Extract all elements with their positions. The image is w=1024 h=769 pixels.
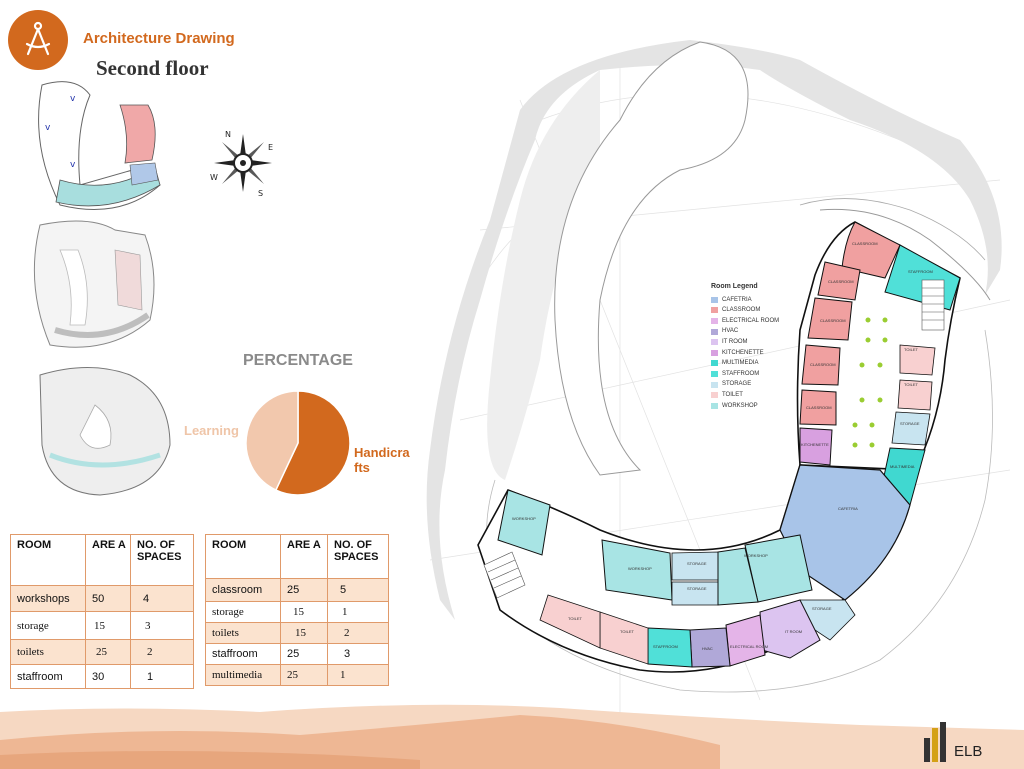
table-row: multimedia 25 1 bbox=[205, 664, 389, 686]
thumbnail-first-floor bbox=[33, 220, 155, 348]
legend-item: KITCHENETTE bbox=[711, 348, 779, 359]
pie-label-learning: Learning bbox=[184, 423, 239, 438]
room-label: STORAGE bbox=[900, 421, 920, 426]
legend-item: TOILET bbox=[711, 390, 779, 401]
table-left-header-spaces: NO. OF SPACES bbox=[130, 534, 194, 586]
room-label: ELECTRICAL ROOM bbox=[730, 644, 768, 649]
table-row: staffroom 30 1 bbox=[10, 664, 194, 689]
thumbnail-ground-floor bbox=[39, 367, 171, 496]
legend-swatch bbox=[711, 381, 718, 388]
compass-west: W bbox=[210, 173, 218, 182]
svg-text:v: v bbox=[70, 94, 76, 104]
room-label: CLASSROOM bbox=[820, 318, 846, 323]
north-arrow-compass: N E S W bbox=[210, 130, 273, 198]
svg-text:v: v bbox=[45, 123, 51, 133]
room-label: IT ROOM bbox=[785, 629, 802, 634]
legend-swatch bbox=[711, 371, 718, 378]
page-title: Second floor bbox=[96, 56, 209, 80]
compass-drafting-icon bbox=[25, 21, 51, 56]
floor-plan-thumbnails: v v v bbox=[33, 81, 171, 496]
legend-swatch bbox=[711, 318, 718, 325]
room-label: WORKSHOP bbox=[512, 516, 536, 521]
table-right-header-area: ARE A bbox=[280, 534, 328, 579]
room-label: HVAC bbox=[702, 646, 713, 651]
brand-name: ELB bbox=[954, 743, 983, 760]
legend-swatch bbox=[711, 296, 718, 303]
room-label: KITCHENETTE bbox=[801, 442, 829, 447]
room-label: TOILET bbox=[904, 382, 918, 387]
legend-swatch bbox=[711, 402, 718, 409]
room-label: STORAGE bbox=[687, 561, 707, 566]
legend-item: MULTIMEDIA bbox=[711, 358, 779, 369]
legend-swatch bbox=[711, 307, 718, 314]
compass-east: E bbox=[268, 143, 273, 152]
room-label: CLASSROOM bbox=[806, 405, 832, 410]
room-label: STAFFROOM bbox=[908, 269, 933, 274]
table-right-header-room: ROOM bbox=[205, 534, 281, 579]
legend-title: Room Legend bbox=[711, 283, 758, 290]
legend-item: WORKSHOP bbox=[711, 401, 779, 412]
table-row: staffroom 25 3 bbox=[205, 643, 389, 665]
compass-north: N bbox=[225, 130, 231, 139]
table-row: storage 15 3 bbox=[10, 611, 194, 640]
legend-item: STORAGE bbox=[711, 379, 779, 390]
room-label: CLASSROOM bbox=[852, 241, 878, 246]
pie-slice-learning bbox=[245, 390, 299, 492]
legend-item: IT ROOM bbox=[711, 337, 779, 348]
app-logo bbox=[8, 10, 68, 70]
room-table-left: ROOM ARE A NO. OF SPACES workshops 50 4 … bbox=[10, 534, 194, 689]
room-label: CLASSROOM bbox=[828, 279, 854, 284]
legend-item: HVAC bbox=[711, 326, 779, 337]
room-label: WORKSHOP bbox=[744, 553, 768, 558]
room-label: MULTIMEDIA bbox=[890, 464, 915, 469]
room-label: TOILET bbox=[620, 629, 634, 634]
table-row: toilets 25 2 bbox=[10, 639, 194, 665]
legend-swatch bbox=[711, 339, 718, 346]
room-label: WORKSHOP bbox=[628, 566, 652, 571]
room-legend: Room Legend CAFETRIA CLASSROOM ELECTRICA… bbox=[711, 282, 779, 411]
legend-swatch bbox=[711, 360, 718, 367]
legend-item: CLASSROOM bbox=[711, 305, 779, 316]
table-row: classroom 25 5 bbox=[205, 578, 389, 602]
chart-title: PERCENTAGE bbox=[243, 352, 353, 369]
pie-slice-handicrafts bbox=[274, 390, 351, 496]
app-title: Architecture Drawing bbox=[83, 30, 235, 47]
legend-item: STAFFROOM bbox=[711, 369, 779, 380]
room-label: STORAGE bbox=[687, 586, 707, 591]
pie-chart bbox=[245, 390, 351, 496]
legend-swatch bbox=[711, 392, 718, 399]
room-label: TOILET bbox=[568, 616, 582, 621]
svg-text:v: v bbox=[70, 160, 76, 170]
room-label: TOILET bbox=[904, 347, 918, 352]
table-left-header-room: ROOM bbox=[10, 534, 86, 586]
legend-swatch bbox=[711, 349, 718, 356]
pie-label-handicrafts: Handicra fts bbox=[354, 445, 410, 475]
table-right-header-spaces: NO. OF SPACES bbox=[327, 534, 389, 579]
room-label: STORAGE bbox=[812, 606, 832, 611]
brand-logo-icon bbox=[924, 722, 946, 762]
table-row: workshops 50 4 bbox=[10, 585, 194, 612]
room-label: STAFFROOM bbox=[653, 644, 678, 649]
legend-item: CAFETRIA bbox=[711, 295, 779, 306]
legend-item: ELECTRICAL ROOM bbox=[711, 316, 779, 327]
table-row: storage 15 1 bbox=[205, 601, 389, 623]
room-label: CLASSROOM bbox=[810, 362, 836, 367]
room-table-right: ROOM ARE A NO. OF SPACES classroom 25 5 … bbox=[205, 534, 389, 686]
thumbnail-second-floor: v v v bbox=[38, 81, 161, 210]
room-label: CAFETRIA bbox=[838, 506, 858, 511]
table-row: toilets 15 2 bbox=[205, 622, 389, 644]
compass-south: S bbox=[258, 189, 263, 198]
legend-swatch bbox=[711, 328, 718, 335]
